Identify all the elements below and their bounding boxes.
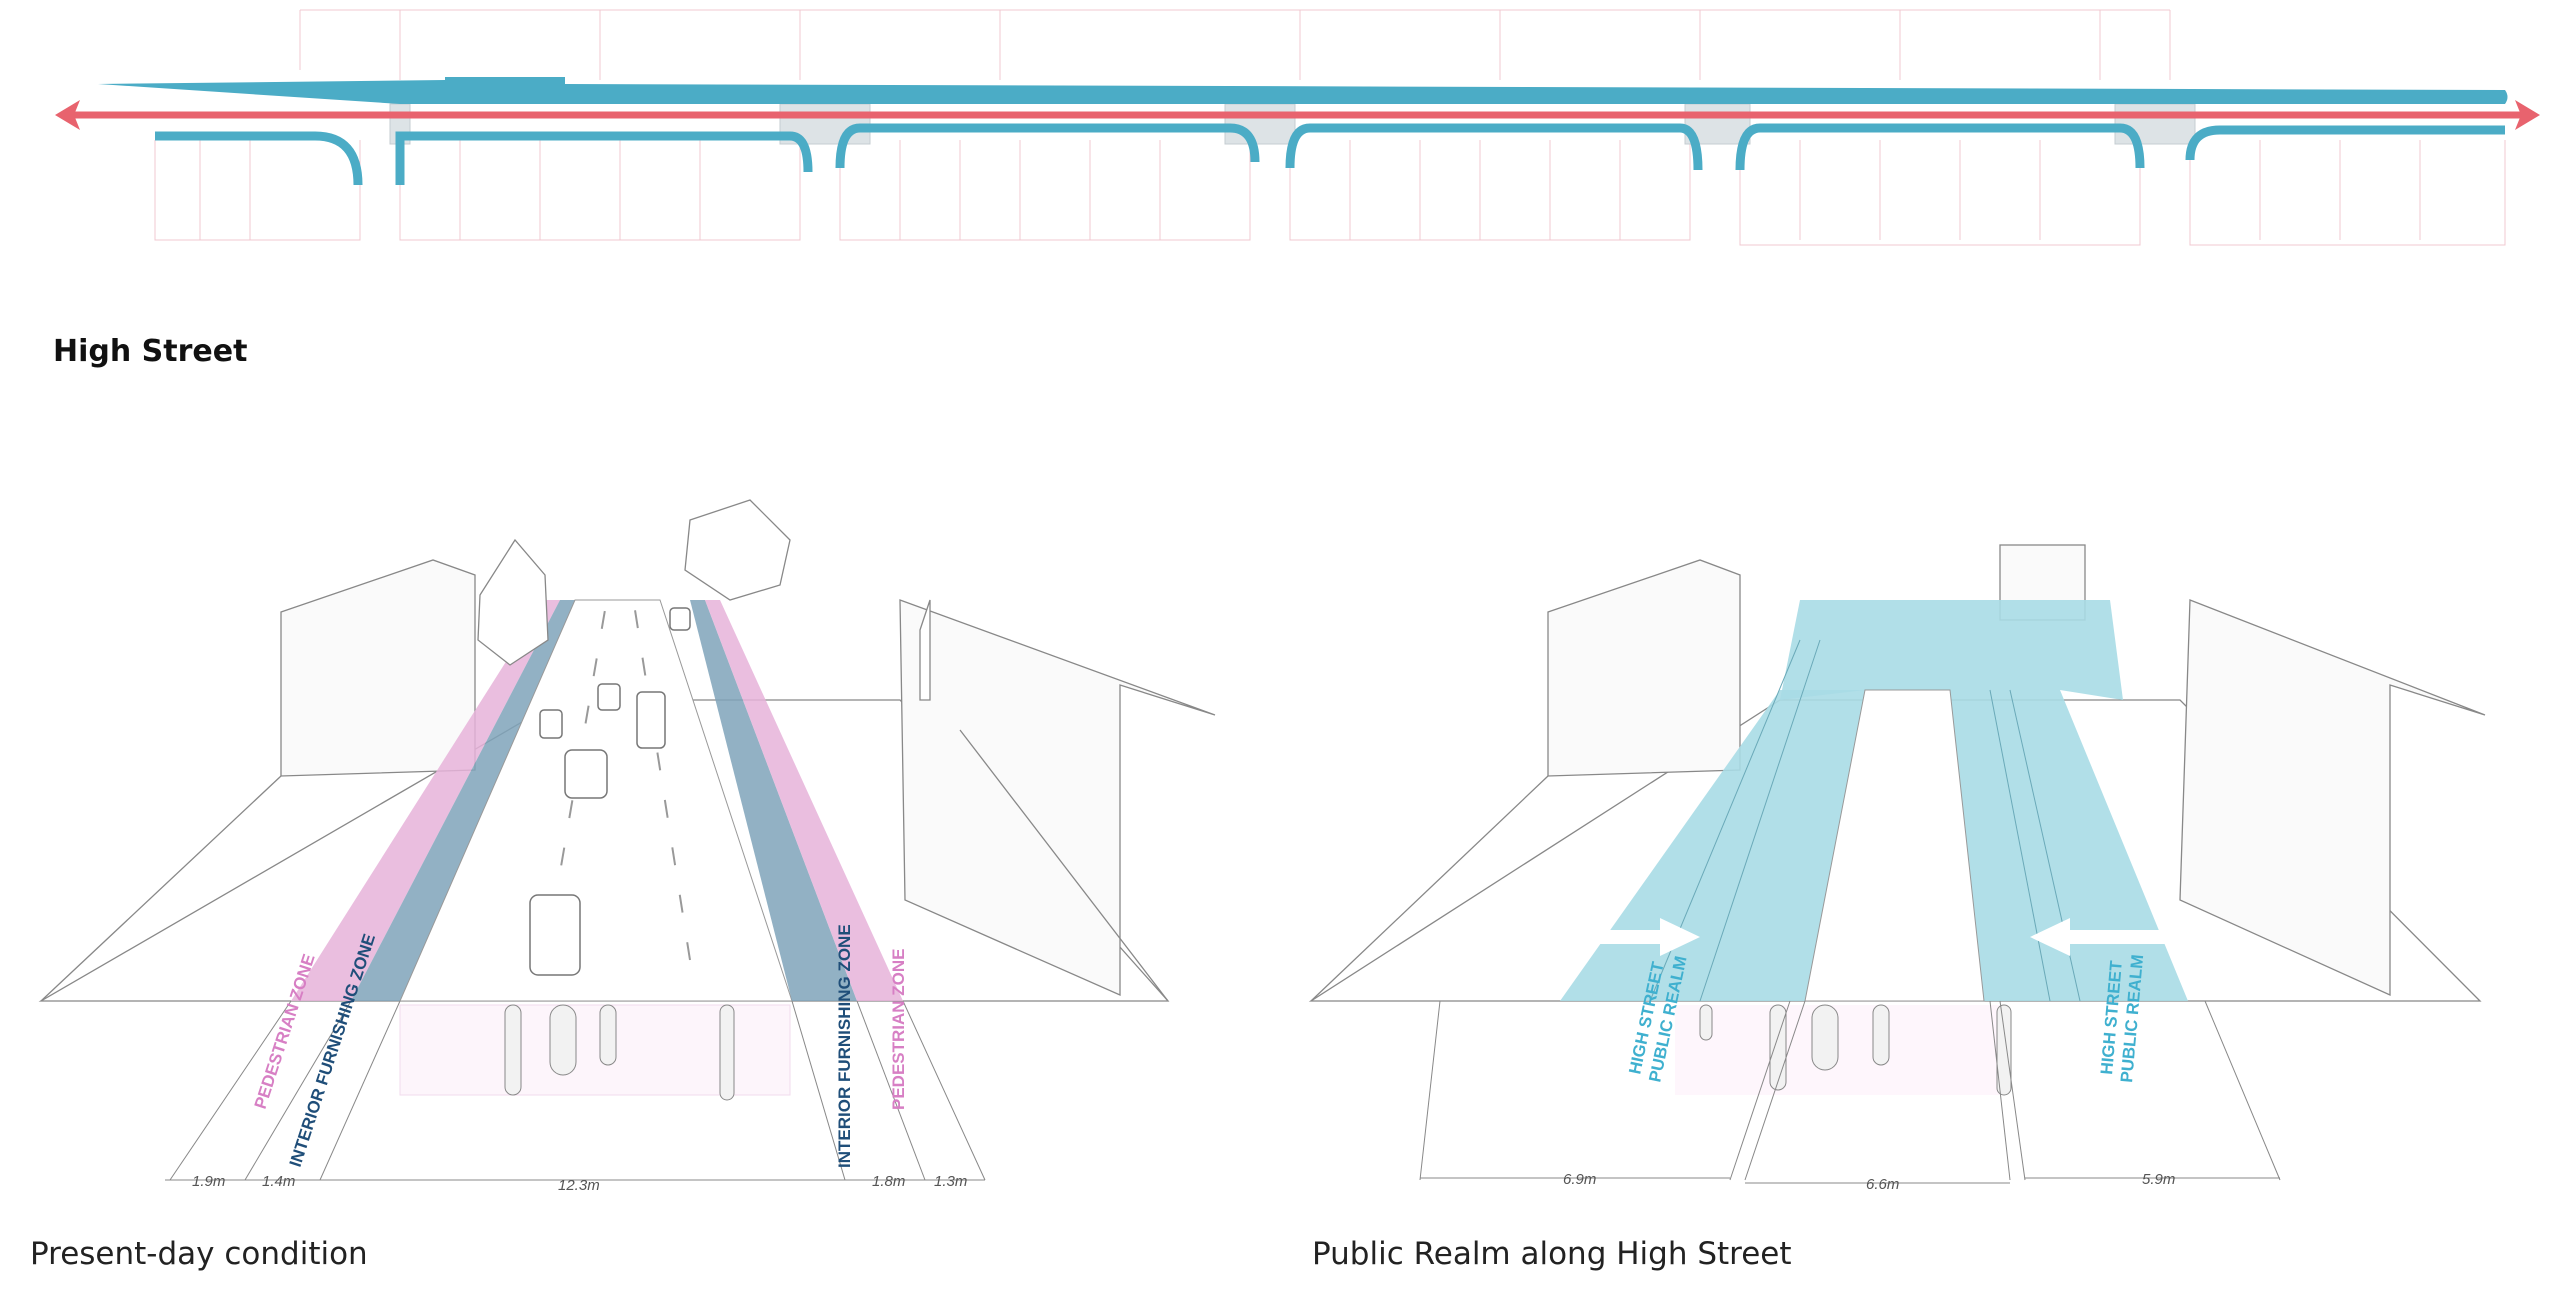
car (529, 894, 581, 976)
dimension-labels: 6.9m 6.6m 5.9m (1563, 1171, 2175, 1193)
car (539, 709, 563, 739)
tree-icon (477, 538, 549, 666)
high-street-arrow (55, 100, 2540, 130)
dimension-label: 1.8m (872, 1173, 905, 1190)
underground-utilities-zone (1675, 1005, 2005, 1095)
public-realm-right (1950, 690, 2188, 1001)
car (597, 683, 621, 711)
pedestrian-zone-left (291, 600, 560, 1001)
dimension-label: 1.9m (192, 1173, 225, 1190)
tree-icon (684, 499, 791, 601)
arrow-left-icon (55, 100, 80, 130)
north-sidewalk-band (98, 77, 2508, 104)
public-realm-crossing (1780, 600, 2123, 700)
furnishing-zone-label-right: INTERIOR FURNISHING ZONE (835, 924, 854, 1168)
dimension-label: 5.9m (2142, 1171, 2175, 1188)
present-day-caption: Present-day condition (30, 1236, 368, 1272)
utility-pipes (1699, 1004, 2012, 1096)
direction-arrows (1600, 918, 2165, 956)
south-curb-lines (155, 123, 2505, 186)
furnishing-zone-left (351, 600, 575, 1001)
roadway (399, 599, 793, 1002)
dimension-label: 1.3m (934, 1173, 967, 1190)
trees (477, 499, 791, 666)
dimension-label: 1.4m (262, 1173, 295, 1190)
public-realm-caption: Public Realm along High Street (1312, 1236, 1792, 1272)
dimension-labels: 1.9m 1.4m 12.3m 1.8m 1.3m (192, 1173, 967, 1194)
dimension-lines (1419, 1000, 2281, 1184)
car (636, 691, 666, 749)
public-realm-left (1560, 690, 1865, 1001)
arrow-right-icon (2515, 100, 2540, 130)
section-heading: High Street (53, 334, 248, 369)
street-plan-diagram (55, 9, 2540, 246)
dimension-lines (165, 1000, 986, 1181)
arrow-right-icon (1600, 918, 1700, 956)
roadway (1804, 689, 1985, 1002)
pedestrian-zone-label-right: PEDESTRIAN ZONE (889, 948, 908, 1110)
dimension-label: 6.9m (1563, 1171, 1596, 1188)
plan-building-outlines (154, 9, 2506, 246)
dimension-label: 12.3m (558, 1177, 600, 1194)
dimension-label: 6.6m (1866, 1176, 1899, 1193)
car (564, 749, 608, 799)
vehicles (529, 607, 691, 976)
furnishing-zone-right (690, 600, 857, 1001)
utility-pipes (504, 1004, 735, 1101)
pedestrian-zone-right (705, 600, 903, 1001)
arrow-left-icon (2030, 918, 2165, 956)
car (669, 607, 691, 631)
